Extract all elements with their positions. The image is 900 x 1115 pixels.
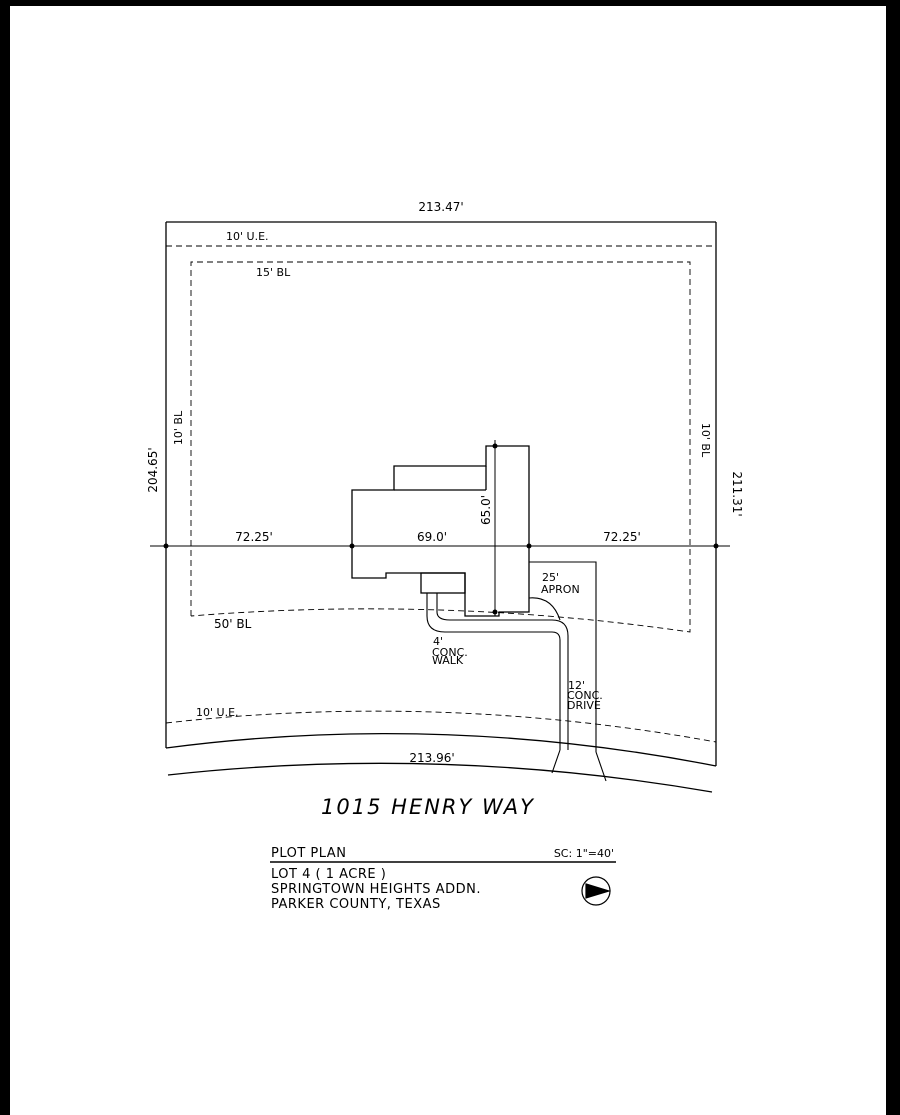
- drive-label: 12' CONC. DRIVE: [567, 679, 603, 712]
- drawing-sheet: [10, 6, 886, 1115]
- dim-seg-mid: 69.0': [417, 530, 447, 544]
- dim-seg-right: 72.25': [603, 530, 641, 544]
- label-ue-bottom: 10' U.E.: [196, 706, 239, 719]
- svg-text:25': 25': [542, 571, 559, 584]
- svg-text:APRON: APRON: [541, 583, 580, 596]
- street-edge-line: [167, 762, 713, 793]
- concrete-walk: [426, 593, 569, 750]
- title-block-county: PARKER COUNTY, TEXAS: [271, 897, 441, 912]
- title-block-heading: PLOT PLAN: [271, 846, 346, 861]
- setback-lines: [165, 245, 717, 743]
- svg-text:DRIVE: DRIVE: [567, 699, 601, 712]
- svg-text:4': 4': [433, 635, 443, 648]
- label-bl-right: 10' BL: [699, 423, 712, 458]
- dim-left: 204.65': [146, 447, 160, 492]
- apron-label: 25' APRON: [541, 571, 580, 596]
- building-line: [190, 261, 691, 633]
- svg-text:WALK: WALK: [432, 654, 464, 667]
- label-bl-front: 50' BL: [214, 617, 252, 631]
- dim-top: 213.47': [418, 200, 463, 214]
- street-address: 1015 HENRY WAY: [321, 795, 535, 819]
- dim-house-depth: 65.0': [479, 495, 493, 525]
- house-footprint: [351, 445, 530, 617]
- svg-text:12': 12': [568, 679, 585, 692]
- svg-text:CONC.: CONC.: [432, 646, 468, 659]
- title-block: PLOT PLAN SC: 1"=40' LOT 4 ( 1 ACRE ) SP…: [270, 846, 616, 912]
- bottom-easement-line: [165, 710, 717, 743]
- svg-text:CONC.: CONC.: [567, 689, 603, 702]
- title-block-subdivision: SPRINGTOWN HEIGHTS ADDN.: [271, 882, 481, 897]
- title-block-lot: LOT 4 ( 1 ACRE ): [271, 867, 386, 882]
- label-bl-left: 10' BL: [172, 410, 185, 445]
- label-bl-top: 15' BL: [256, 266, 291, 279]
- walk-label: 4' CONC. WALK: [432, 635, 468, 667]
- label-ue-top: 10' U.E.: [226, 230, 269, 243]
- dimension-ticks: [163, 443, 719, 615]
- north-arrow-icon: [581, 876, 612, 906]
- concrete-drive: [528, 561, 607, 782]
- dim-right: 211.31': [730, 471, 744, 516]
- title-block-scale: SC: 1"=40': [554, 847, 614, 860]
- dim-bottom: 213.96': [409, 751, 454, 765]
- property-boundary: [165, 221, 717, 767]
- dim-seg-left: 72.25': [235, 530, 273, 544]
